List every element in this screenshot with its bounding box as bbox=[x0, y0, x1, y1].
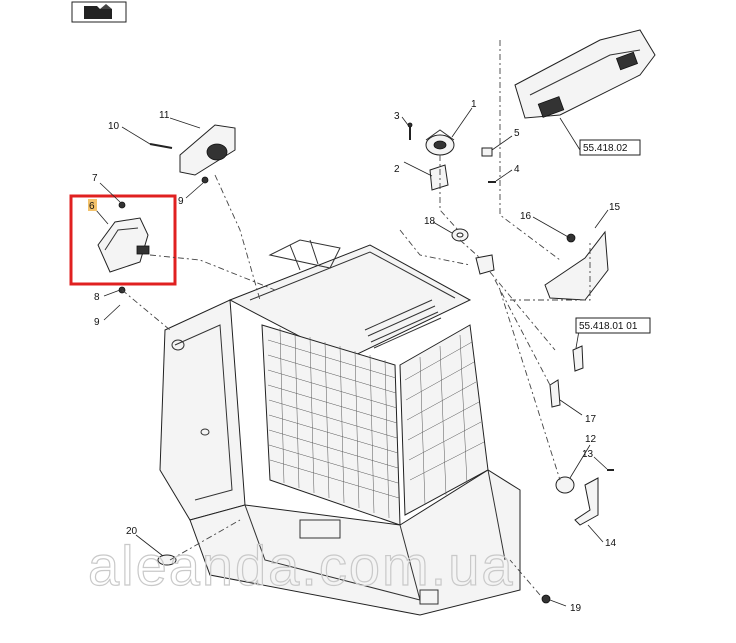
callout-19: 19 bbox=[570, 603, 582, 614]
part-3-screw bbox=[407, 122, 413, 140]
navigation-icon[interactable] bbox=[71, 1, 127, 23]
callout-15: 15 bbox=[609, 202, 621, 213]
callout-14: 14 bbox=[605, 538, 617, 549]
reference-55-418-02[interactable]: 55.418.02 bbox=[579, 139, 641, 156]
part-19-nut bbox=[541, 594, 551, 604]
highlight-box bbox=[69, 194, 177, 286]
callout-3: 3 bbox=[394, 111, 400, 122]
connector-55-418-01 bbox=[572, 345, 584, 372]
callout-7: 7 bbox=[92, 173, 98, 184]
callout-17: 17 bbox=[585, 414, 597, 425]
rear-window-mesh bbox=[267, 327, 400, 519]
callout-2: 2 bbox=[394, 164, 400, 175]
part-11-work-light bbox=[149, 124, 236, 176]
part-18-grommet bbox=[451, 228, 469, 242]
callout-9-upper: 9 bbox=[178, 196, 184, 207]
callout-20: 20 bbox=[126, 526, 138, 537]
part-5-connector bbox=[481, 147, 493, 157]
part-17-clip bbox=[549, 379, 561, 408]
callout-13: 13 bbox=[582, 449, 594, 460]
reference-upper-label: 55.418.02 bbox=[583, 143, 628, 154]
callout-5: 5 bbox=[514, 128, 520, 139]
callout-16: 16 bbox=[520, 211, 532, 222]
part-20-clamp bbox=[157, 554, 177, 566]
callout-9-lower: 9 bbox=[94, 317, 100, 328]
watermark: aleanda.com.ua bbox=[88, 534, 515, 597]
roof-vent bbox=[364, 299, 442, 349]
callout-10: 10 bbox=[108, 121, 120, 132]
callout-1: 1 bbox=[471, 99, 477, 110]
plug-connector bbox=[475, 254, 495, 275]
part-14-bracket bbox=[574, 477, 599, 526]
cab-frame bbox=[159, 239, 521, 616]
callout-18: 18 bbox=[424, 216, 436, 227]
part-6-lamp bbox=[97, 201, 150, 273]
callout-4: 4 bbox=[514, 164, 520, 175]
callout-12: 12 bbox=[585, 434, 597, 445]
part-2-bracket bbox=[429, 164, 449, 191]
callout-11: 11 bbox=[159, 110, 170, 121]
callout-labels: 1 2 3 4 5 6 7 8 9 9 10 11 12 13 14 15 16… bbox=[88, 99, 621, 614]
callout-6: 6 bbox=[89, 201, 95, 212]
callout-8: 8 bbox=[94, 292, 100, 303]
leader-lines bbox=[95, 107, 609, 607]
part-15-bracket bbox=[544, 230, 609, 301]
routing-lines bbox=[121, 40, 591, 596]
part-9-upper-nut bbox=[201, 176, 209, 184]
callout-6-highlight bbox=[88, 199, 97, 211]
part-12-beacon-base bbox=[555, 476, 575, 494]
reference-55-418-01-01[interactable]: 55.418.01 01 bbox=[575, 317, 651, 334]
side-window-mesh bbox=[404, 334, 485, 506]
reference-lower-label: 55.418.01 01 bbox=[579, 321, 638, 332]
rear-light-bar bbox=[514, 29, 656, 119]
part-1-horn bbox=[425, 129, 455, 156]
